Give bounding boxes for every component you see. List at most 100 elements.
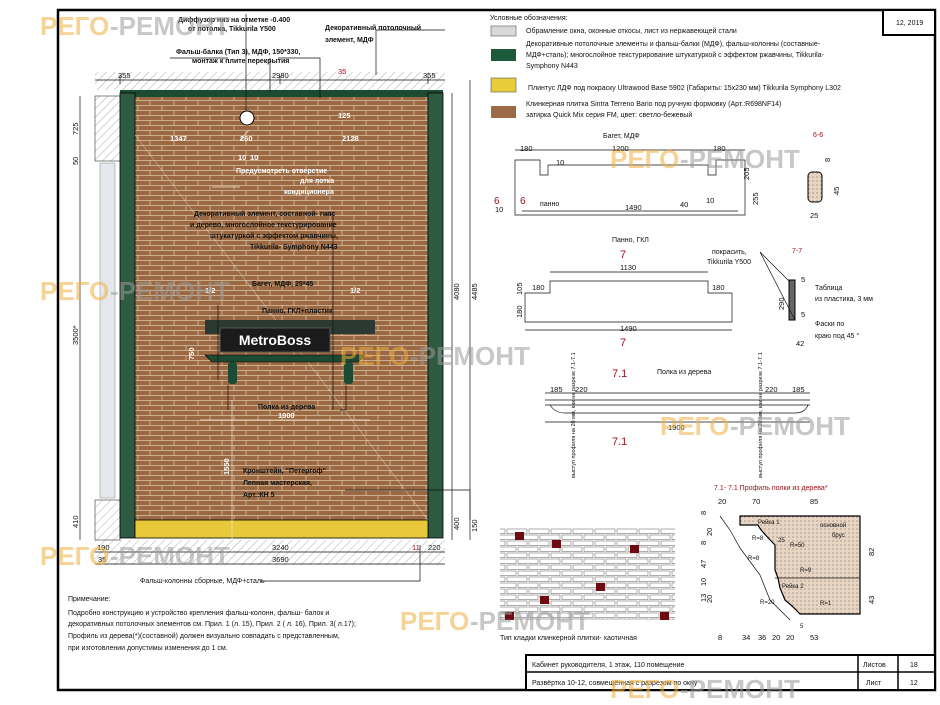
label-radius: R=1: [820, 601, 832, 607]
dim: 20: [718, 497, 726, 506]
sign-text: MetroBoss: [239, 332, 312, 348]
label-table: Таблица: [815, 284, 843, 292]
dim: 185: [550, 385, 563, 394]
legend-item: Клинкерная плитка Sintra Terreno Bario п…: [526, 101, 781, 108]
label-chamfer: Фаски по: [815, 321, 844, 328]
dim: 42: [796, 339, 804, 348]
legend-item: Плинтус ЛДФ под покраску Ultrawood Base …: [528, 84, 841, 92]
dim: 70: [752, 497, 760, 506]
callout-ceiling-element: Декоративный потолочный: [325, 24, 421, 32]
dim: 2980: [272, 71, 289, 80]
dim: 255: [751, 192, 760, 205]
section-title: Багет, МДФ: [603, 133, 640, 140]
false-column-right: [427, 92, 444, 539]
window-lintel: [94, 95, 121, 162]
dim: 125: [338, 111, 351, 120]
section-title: 7.1- 7.1 Профиль полки из дерева*: [714, 485, 828, 492]
brick-pattern-caption: Тип кладки клинкерной плитки- хаотичная: [500, 634, 637, 642]
dim: 400: [452, 517, 461, 530]
section-title: Панно, ГКЛ: [612, 237, 649, 244]
dim: 20: [705, 595, 714, 603]
label-radius: R=8: [748, 556, 760, 562]
dim: 3690: [272, 555, 289, 564]
dim: 3240: [272, 543, 289, 552]
dim: 180: [520, 144, 533, 153]
wall-elevation: MetroBoss: [94, 14, 471, 565]
watermark: РЕГО: [660, 411, 729, 441]
dim: 53: [810, 633, 818, 642]
callout-shelf: Полка из дерева: [258, 404, 315, 411]
callout-diffuser: Диффузор низ на отметке -0.400: [178, 17, 290, 24]
callout-baget: Багет, МДФ, 25*45: [252, 281, 313, 288]
legend-item: МДФ+сталь); многослойное текстурирование…: [526, 51, 825, 59]
watermark: РЕГО: [610, 144, 679, 174]
shelf-note: выступ профиля на 20 мм, как на разрезе …: [571, 352, 577, 478]
cut-mark: 7: [620, 249, 626, 261]
label-radius: R=8: [752, 536, 764, 542]
dim: 1347: [170, 134, 187, 143]
callout-deco-element: штукатуркой с эффектом ржавчины,: [210, 232, 338, 240]
note-line: при изготовлении допустимы изменения до …: [68, 645, 228, 652]
notes-title: Примечание:: [68, 596, 111, 603]
elevation-dimensions: 355 2980 355 35 1347 260 10 10 2128 125 …: [71, 67, 479, 565]
window-opening: [99, 162, 116, 499]
baget-profile: [807, 171, 823, 203]
dim: 10: [495, 205, 503, 214]
watermarks: РЕГО-РЕМОНТ РЕГО-РЕМОНТ РЕГО-РЕМОНТ РЕГО…: [40, 11, 850, 704]
dim: 8: [699, 511, 708, 515]
dim: 1/2: [350, 286, 360, 295]
sheets-value: 18: [910, 662, 918, 669]
dim: 4485: [470, 283, 479, 300]
callout-false-beam: Фальш-балка (Тип 3), МДФ, 150*330,: [176, 48, 300, 56]
watermark: -РЕМОНТ: [110, 11, 230, 41]
callout-paint: покрасить,: [712, 249, 747, 256]
callout-bracket: Кронштейн, "Петергоф": [243, 467, 326, 475]
plastic-panel: [788, 279, 796, 321]
dim: 750: [187, 347, 196, 360]
label-chamfer: краю под 45 °: [815, 332, 859, 340]
dim: 180: [712, 283, 725, 292]
dim: 185: [792, 385, 805, 394]
dim: 20: [772, 633, 780, 642]
callout-ac-hole: для лотка: [300, 178, 334, 185]
watermark: РЕГО: [400, 606, 469, 636]
dim: 35: [338, 67, 346, 76]
dim: 1900: [668, 423, 685, 432]
watermark: -РЕМОНТ: [680, 674, 800, 704]
dim: 3500*: [71, 325, 80, 345]
label-radius: R=20: [760, 600, 775, 606]
dim: 260: [240, 134, 253, 143]
dim: 50: [71, 157, 80, 165]
cut-mark: 7.1: [612, 436, 627, 448]
elevation-callouts: Диффузор низ на отметке -0.400 от потолк…: [140, 17, 421, 585]
section-title: 6-6: [813, 132, 823, 139]
watermark: -РЕМОНТ: [470, 606, 590, 636]
sheet-label: Лист: [866, 680, 882, 687]
dim: 45: [832, 187, 841, 195]
bracket-left: [228, 362, 237, 384]
watermark: РЕГО: [40, 11, 109, 41]
dim: 47: [699, 560, 708, 568]
legend-title: Условные обозначения:: [490, 14, 568, 22]
sign-panel: [219, 327, 331, 353]
window-sill: [94, 499, 121, 541]
dim: 150: [470, 519, 479, 532]
callout-bracket: Лепная мастерская,: [243, 480, 312, 487]
dim: 205: [742, 167, 751, 180]
callout-diffuser: от потолка, Tikkurila Y500: [188, 26, 276, 33]
dim: 1550: [222, 458, 231, 475]
dim: 35: [98, 555, 106, 564]
legend-item: Обрамление окна, оконные откосы, лист из…: [526, 27, 737, 35]
dim: 40: [680, 200, 688, 209]
section-title: 7-7: [792, 248, 802, 255]
dim: 10: [699, 578, 708, 586]
clinker-brick-wall: [135, 93, 428, 520]
callout-bracket: Арт.:КН 5: [243, 492, 275, 499]
label-rail-2: Рейка 2: [782, 583, 804, 590]
dim: 355: [423, 71, 436, 80]
dim: 2128: [342, 134, 359, 143]
profile-shape: [739, 515, 861, 615]
dim: 36: [758, 633, 766, 642]
dim: 25: [810, 211, 818, 220]
